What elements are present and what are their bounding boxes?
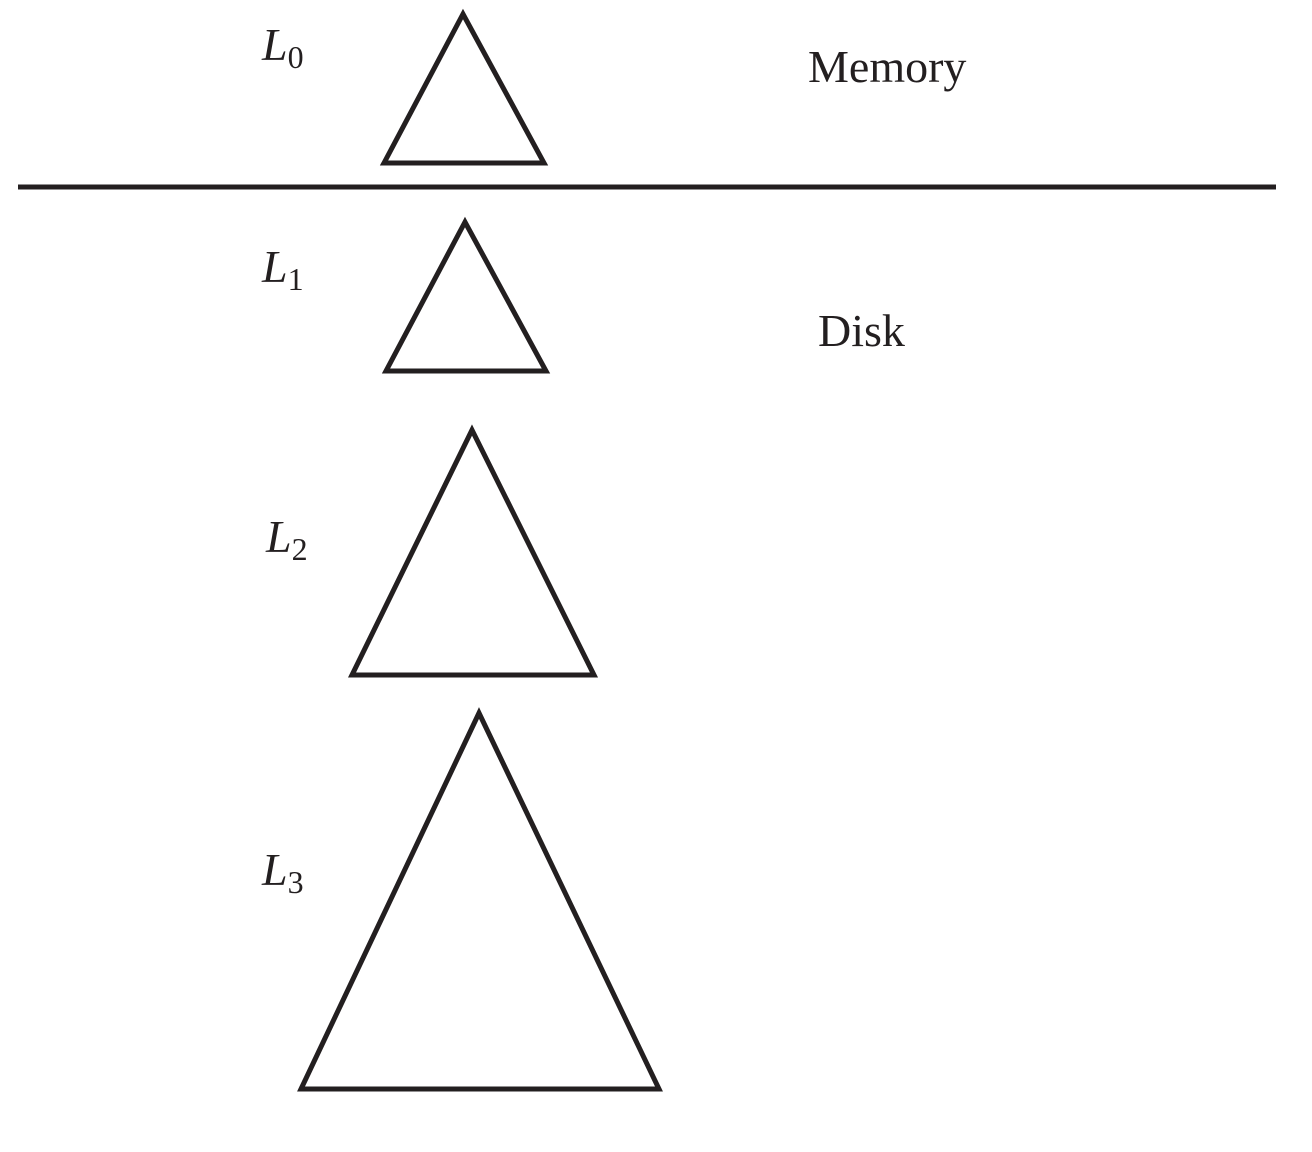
level-2-tree-triangle [347, 424, 599, 678]
level-1-tree-triangle [381, 216, 551, 374]
level-label-0: L0 [261, 19, 304, 75]
level-label-1: L1 [261, 241, 304, 297]
level-3-tree-triangle [297, 707, 663, 1092]
level-label-3: L3 [261, 844, 304, 900]
disk-label: Disk [818, 305, 905, 356]
level-label-2: L2 [265, 511, 308, 567]
memory-label: Memory [808, 41, 966, 92]
level-0-tree-triangle [379, 8, 549, 166]
